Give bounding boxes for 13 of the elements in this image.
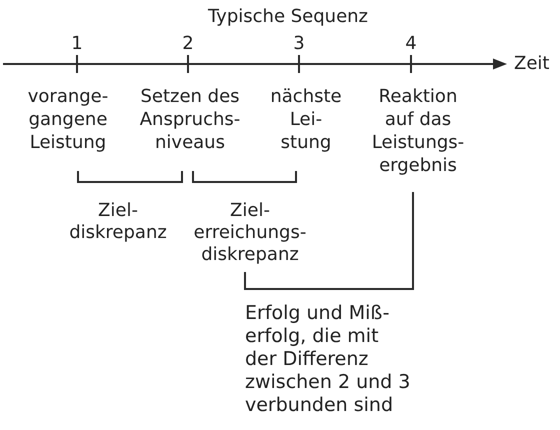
tick-label: 4 — [404, 32, 418, 55]
step-label: vorange- gangene Leistung — [27, 85, 109, 154]
axis-label: Zeit — [514, 52, 550, 75]
tick-label: 3 — [292, 32, 306, 55]
diagram-title: Typische Sequenz — [207, 5, 369, 28]
note-text: Erfolg und Miß- erfolg, die mit der Differenz zwischen 2 und 3 verbunden sind — [245, 302, 412, 417]
tick-label: 1 — [70, 32, 84, 55]
step-label: nächste Lei- stung — [270, 85, 342, 154]
bracket-label: Ziel- diskrepanz — [68, 200, 168, 244]
step-label: Reaktion auf das Leistungs- ergebnis — [371, 85, 465, 177]
step-label: Setzen des Anspruchs- niveaus — [139, 85, 241, 154]
bracket-label: Ziel- erreichungs- diskrepanz — [193, 200, 307, 266]
tick-label: 2 — [182, 32, 194, 55]
